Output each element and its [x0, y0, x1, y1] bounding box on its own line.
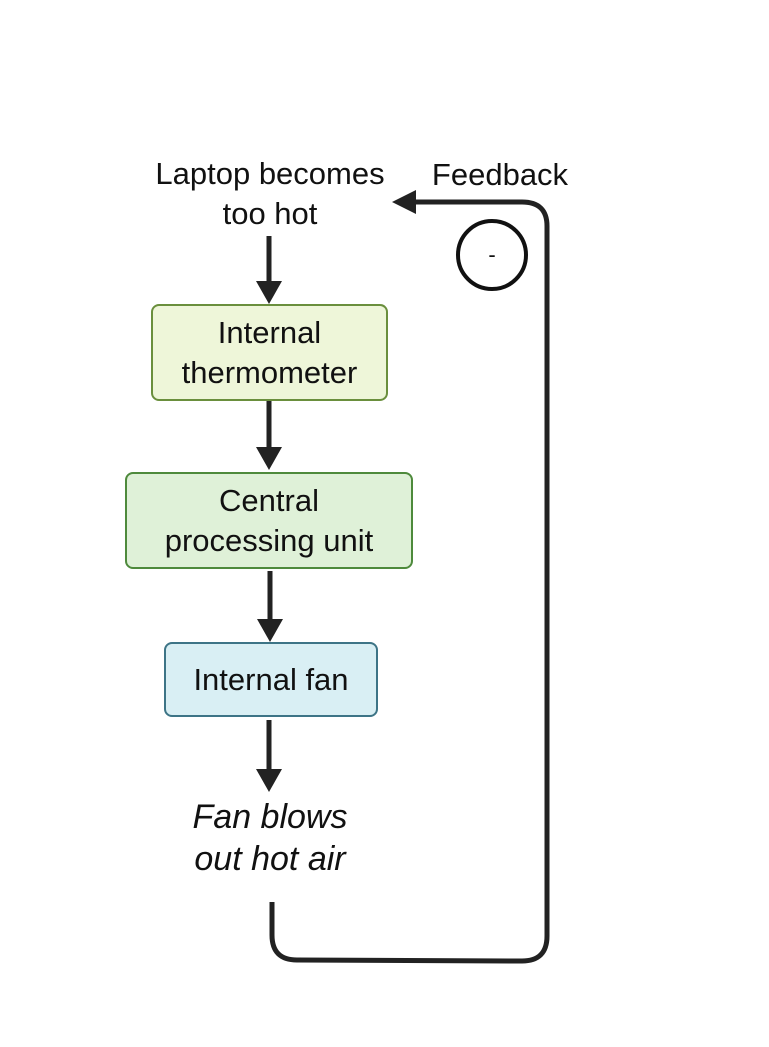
arrow-cpu-to-fan	[257, 571, 283, 642]
feedback-label: Feedback	[431, 157, 569, 192]
start-condition-line-2: too hot	[222, 196, 318, 231]
node-central-processing-unit: Central processing unit	[125, 472, 413, 569]
output-label: Fan blows out hot air	[150, 796, 390, 880]
node-thermometer-line-2: thermometer	[181, 354, 358, 390]
arrow-fan-to-output	[256, 720, 282, 792]
output-line-2: out hot air	[194, 840, 346, 878]
arrow-start-to-thermometer	[256, 236, 282, 304]
node-cpu-line-2: processing unit	[164, 522, 374, 558]
arrow-thermometer-to-cpu	[256, 399, 282, 470]
node-fan-line-1: Internal fan	[193, 661, 349, 697]
feedback-loop-arrow	[269, 190, 550, 964]
node-thermometer-line-1: Internal	[217, 314, 322, 350]
node-internal-thermometer: Internal thermometer	[151, 304, 388, 401]
start-condition-line-1: Laptop becomes	[155, 156, 385, 191]
node-internal-fan: Internal fan	[164, 642, 378, 717]
node-cpu-line-1: Central	[219, 482, 319, 518]
output-line-1: Fan blows	[192, 798, 348, 836]
negative-feedback-sign: -	[456, 219, 528, 291]
start-condition-label: Laptop becomes too hot	[130, 154, 410, 234]
